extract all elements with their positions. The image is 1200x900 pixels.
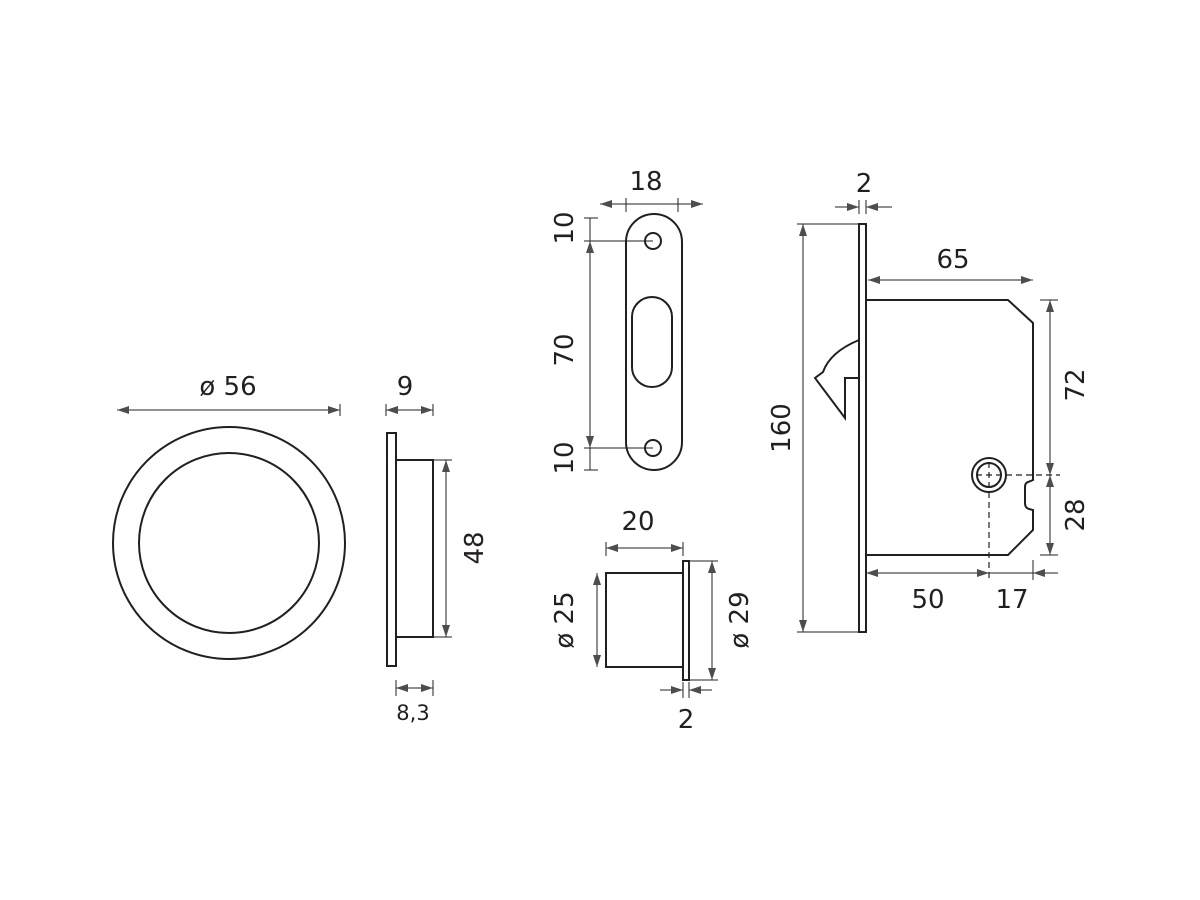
hook-latch — [813, 339, 860, 421]
dimension-upper-72: 72 — [1061, 368, 1091, 401]
faceplate — [858, 223, 867, 633]
pull-outer-rim — [112, 426, 346, 660]
strike-cup: 20 ø 25 ø 29 2 — [550, 507, 755, 735]
dimension-lower-28: 28 — [1061, 498, 1091, 531]
hook-lock-body: 2 65 160 72 28 50 17 — [767, 169, 1091, 633]
dimension-pitch-70: 70 — [550, 333, 580, 366]
dimension-diameter-29: ø 29 — [725, 591, 755, 648]
dimension-bottom-10: 10 — [550, 441, 580, 474]
flush-pull-front-view: ø 56 — [112, 372, 346, 660]
dimension-backset-50: 50 — [911, 585, 944, 615]
strike-plate: 18 10 70 10 — [550, 167, 703, 475]
dimension-length-20: 20 — [621, 507, 654, 537]
dimension-cup-depth-8-3: 8,3 — [396, 701, 429, 725]
dimension-top-10: 10 — [550, 211, 580, 244]
dimension-rear-17: 17 — [995, 585, 1028, 615]
dimension-depth-65: 65 — [936, 245, 969, 275]
dimension-depth-9: 9 — [397, 372, 414, 402]
dimension-faceplate-2: 2 — [856, 169, 873, 199]
lock-case — [866, 299, 1034, 556]
dimension-flange-2: 2 — [678, 705, 695, 735]
dimension-height-48: 48 — [460, 531, 490, 564]
dimension-diameter-25: ø 25 — [550, 591, 580, 648]
dimension-height-160: 160 — [767, 403, 797, 453]
dimension-diameter-56: ø 56 — [199, 372, 256, 402]
dimension-width-18: 18 — [629, 167, 662, 197]
flush-pull-side-view: 9 48 8,3 — [385, 372, 490, 725]
pull-inner-cup — [138, 452, 320, 634]
